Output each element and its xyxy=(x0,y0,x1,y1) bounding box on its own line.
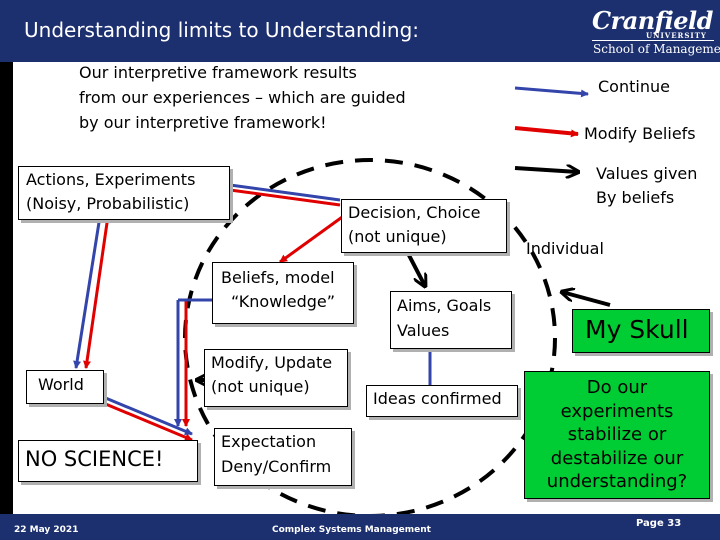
question-box: Do our experiments stabilize or destabil… xyxy=(524,371,710,499)
arrow-world-expectation-red xyxy=(95,398,193,442)
modify-line-2: (not unique) xyxy=(211,377,310,396)
actions-box: Actions, Experiments (Noisy, Probabilist… xyxy=(18,166,230,220)
arrow-myskull-individual xyxy=(562,292,611,307)
decision-line-2: (not unique) xyxy=(348,227,447,246)
question-line-4: destabilize our xyxy=(550,447,684,469)
logo-university: UNIVERSITY xyxy=(646,31,707,40)
legend-values-line-1: Values given xyxy=(596,164,698,183)
legend-modify-beliefs: Modify Beliefs xyxy=(584,124,696,143)
intro-line-3: by our interpretive framework! xyxy=(79,113,327,132)
arrow-world-expectation-blue xyxy=(95,392,193,436)
world-label: World xyxy=(38,375,84,394)
expectation-line-1: Expectation xyxy=(221,432,317,451)
question-line-1: Do our xyxy=(586,377,648,398)
beliefs-box: Beliefs, model “Knowledge” xyxy=(212,262,354,324)
actions-line-1: Actions, Experiments xyxy=(26,170,196,189)
question-line-5: understanding? xyxy=(546,471,688,492)
arrow-actions-world-blue xyxy=(73,215,102,369)
logo-school: School of Management xyxy=(593,42,720,56)
my-skull-label: My Skull xyxy=(585,315,689,344)
ideas-box: Ideas confirmed xyxy=(366,385,518,417)
my-skull-box: My Skull xyxy=(572,309,710,353)
decision-line-1: Decision, Choice xyxy=(348,203,481,222)
modify-box: Modify, Update (not unique) xyxy=(204,349,348,407)
legend-values-line-2: By beliefs xyxy=(596,188,675,207)
aims-line-1: Aims, Goals xyxy=(397,296,492,315)
left-side-bar xyxy=(0,62,13,514)
footer-bar xyxy=(0,514,720,540)
legend-modify-arrow xyxy=(514,126,579,138)
modify-line-1: Modify, Update xyxy=(211,353,333,372)
arrow-actions-world-red xyxy=(83,215,110,369)
world-box: World xyxy=(26,370,104,404)
no-science-box: NO SCIENCE! xyxy=(18,440,198,482)
ideas-label: Ideas confirmed xyxy=(373,389,502,408)
footer-course: Complex Systems Management xyxy=(272,525,431,535)
aims-box: Aims, Goals Values xyxy=(390,291,512,349)
expectation-box: Expectation Deny/Confirm xyxy=(214,428,352,486)
no-science-label: NO SCIENCE! xyxy=(25,447,164,471)
intro-line-1: Our interpretive framework results xyxy=(79,63,357,82)
header-bar xyxy=(0,0,720,62)
logo-name: Cranfield xyxy=(592,6,713,35)
actions-line-2: (Noisy, Probabilistic) xyxy=(26,194,190,213)
arrow-decision-beliefs-red xyxy=(279,213,346,264)
question-line-2: experiments xyxy=(560,400,674,422)
decision-box: Decision, Choice (not unique) xyxy=(341,199,507,253)
footer-page-number: Page 33 xyxy=(636,518,682,529)
slide-title: Understanding limits to Understanding: xyxy=(24,18,420,42)
logo-divider xyxy=(592,40,714,41)
arrow-actions-decision-red xyxy=(229,188,341,207)
footer-date: 22 May 2021 xyxy=(14,525,79,535)
question-line-3: stabilize or xyxy=(567,424,667,445)
legend-values-arrow xyxy=(514,168,578,172)
individual-label: Individual xyxy=(526,239,604,258)
intro-line-2: from our experiences – which are guided xyxy=(79,88,406,107)
legend-continue: Continue xyxy=(598,77,670,96)
beliefs-line-1: Beliefs, model xyxy=(221,268,335,287)
beliefs-line-2: “Knowledge” xyxy=(231,292,336,311)
expectation-line-2: Deny/Confirm xyxy=(221,457,332,476)
legend-continue-arrow xyxy=(514,86,589,98)
aims-line-2: Values xyxy=(397,321,450,340)
arrow-actions-decision-blue xyxy=(229,183,341,202)
